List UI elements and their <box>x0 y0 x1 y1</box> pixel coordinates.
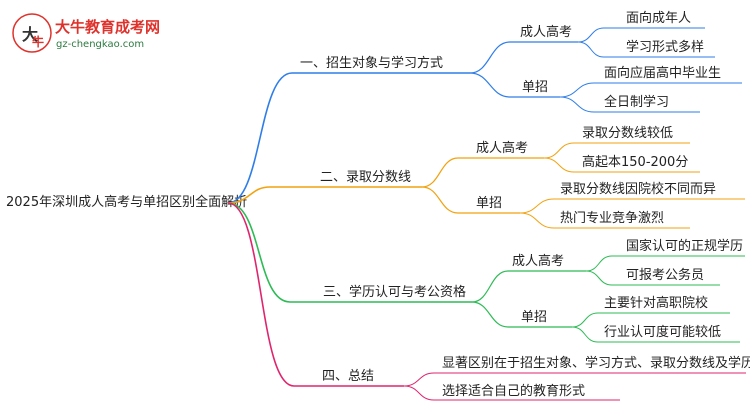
branch-3-leaf-3: 主要针对高职院校 <box>604 295 708 311</box>
branch-1-sub-2: 单招 <box>522 80 548 95</box>
branch-1-leaf-3: 面向应届高中毕业生 <box>604 65 721 81</box>
branch-3: 三、学历认可与考公资格 成人高考 国家认可的正规学历 可报考公务员 单招 主要针… <box>227 202 745 343</box>
logo-mark-icon: 大 <box>22 25 38 44</box>
branch-2-label: 二、录取分数线 <box>320 170 411 185</box>
branch-2: 二、录取分数线 成人高考 录取分数线较低 高起本150-200分 单招 录取分数… <box>227 126 745 229</box>
branch-3-leaf-2: 可报考公务员 <box>626 267 704 283</box>
branch-1: 一、招生对象与学习方式 成人高考 面向成年人 学习形式多样 单招 面向应届高中毕… <box>227 10 742 204</box>
branch-4-label: 四、总结 <box>322 369 374 384</box>
branch-2-leaf-3: 录取分数线因院校不同而异 <box>560 181 716 197</box>
branch-2-leaf-4: 热门专业竞争激烈 <box>560 210 664 226</box>
branch-3-leaf-4: 行业认可度可能较低 <box>604 324 721 340</box>
logo-site-url: gz-chengkao.com <box>56 39 144 50</box>
logo-badge-icon <box>12 13 52 53</box>
branch-1-leaf-2: 学习形式多样 <box>626 39 704 55</box>
branch-4: 四、总结 显著区别在于招生对象、学习方式、录取分数线及学历认可 选择适合自己的教… <box>227 202 750 401</box>
branch-3-leaf-1: 国家认可的正规学历 <box>626 238 743 254</box>
logo-mark-icon-2: 牛 <box>32 34 44 49</box>
branch-2-leaf-2: 高起本150-200分 <box>582 154 688 170</box>
branch-1-sub-1: 成人高考 <box>520 24 572 40</box>
branch-4-connector <box>227 202 295 387</box>
branch-4-leaf-1: 显著区别在于招生对象、学习方式、录取分数线及学历认可 <box>442 355 750 371</box>
branch-4-leaf-2: 选择适合自己的教育形式 <box>442 383 585 399</box>
branch-2-sub-2: 单招 <box>476 196 502 211</box>
branch-1-leaf-1: 面向成年人 <box>626 10 691 26</box>
branch-2-sub-1: 成人高考 <box>476 140 528 156</box>
root-topic: 2025年深圳成人高考与单招区别全面解析 <box>6 194 247 210</box>
branch-2-leaf-1: 录取分数线较低 <box>582 126 673 141</box>
logo: 大 牛 大牛教育成考网 gz-chengkao.com <box>12 13 160 53</box>
branch-1-connector <box>227 72 293 204</box>
branch-3-sub-2: 单招 <box>521 310 547 325</box>
branch-2-connector <box>227 186 271 204</box>
logo-site-name: 大牛教育成考网 <box>55 18 160 36</box>
branch-3-sub-1: 成人高考 <box>512 253 564 269</box>
branch-1-label: 一、招生对象与学习方式 <box>300 55 443 71</box>
branch-1-leaf-4: 全日制学习 <box>604 94 669 110</box>
branch-3-label: 三、学历认可与考公资格 <box>323 284 466 300</box>
branch-3-connector <box>227 202 291 303</box>
